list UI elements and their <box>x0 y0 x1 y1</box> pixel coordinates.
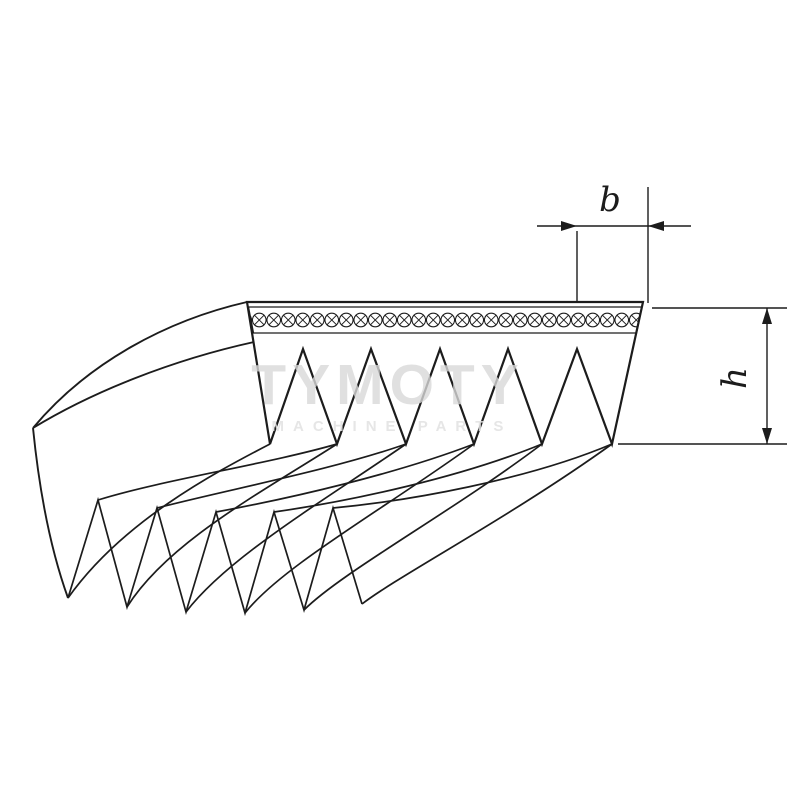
rib-ridge-curve <box>67 443 271 599</box>
belt-line-art <box>32 187 787 617</box>
dimension-h <box>618 307 787 445</box>
rib-groove-curve <box>156 443 407 509</box>
rib-groove-curves <box>97 443 613 513</box>
rib-ridge-curve <box>303 443 543 611</box>
watermark-brand-text: TYMOTY <box>251 353 525 417</box>
rib-groove-curve <box>273 443 543 513</box>
watermark: TYMOTY MACHINE PARTS <box>251 353 525 435</box>
rib-ridge-curve <box>361 443 613 605</box>
rib-ridge-curve <box>185 443 407 613</box>
belt-back-outer-curve <box>32 301 248 429</box>
left-end-rib-tips-zigzag <box>67 496 363 617</box>
arrowhead-left-icon <box>648 221 664 231</box>
arrowhead-up-icon <box>762 308 772 324</box>
belt-back-surface <box>32 301 255 599</box>
belt-top-band-hatched <box>247 306 643 334</box>
rib-ridge-curve <box>126 443 338 608</box>
belt-back-inner-curve <box>32 341 255 429</box>
belt-front-face <box>245 300 645 448</box>
arrowhead-right-icon <box>561 221 577 231</box>
rib-groove-curve <box>215 443 475 513</box>
watermark-tagline-text: MACHINE PARTS <box>272 418 513 435</box>
arrowhead-down-icon <box>762 428 772 444</box>
dimension-b-label: b <box>599 180 621 220</box>
dimension-h-label: h <box>715 367 755 389</box>
rib-groove-curve <box>332 443 613 509</box>
rib-groove-curve <box>97 443 338 501</box>
belt-left-end-edge <box>32 427 69 599</box>
dimension-b <box>537 187 691 303</box>
